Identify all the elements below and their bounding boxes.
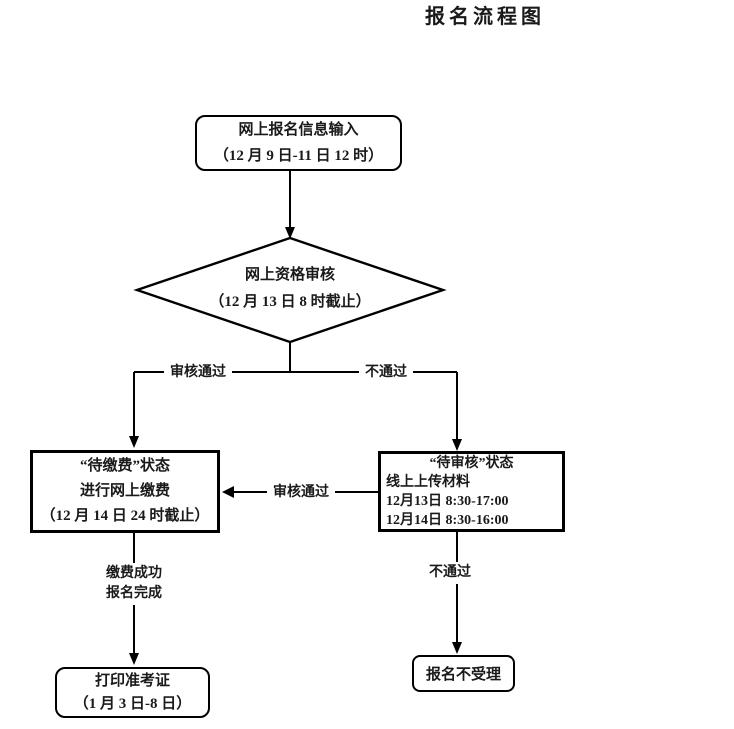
arrowhead-into-payment-right [222,486,234,498]
arrowhead-into-rejected [452,642,462,654]
node-online-registration-line2: （12 月 9 日-11 日 12 时） [213,148,384,164]
node-pending-review-detail1: 线上上传材料 [386,474,470,490]
node-online-registration: 网上报名信息输入 （12 月 9 日-11 日 12 时） [195,115,402,171]
node-print-ticket-line2: （1 月 3 日-8 日） [73,695,192,712]
node-pending-payment-line2: 进行网上缴费 [79,483,170,499]
node-pending-payment-line3: （12 月 14 日 24 时截止） [40,508,210,524]
node-rejected-line1: 报名不受理 [425,667,501,683]
edge-label-upload-review-pass: 审核通过 [267,482,335,504]
edge-label-review-pass: 审核通过 [164,362,232,384]
edge-label-review-fail: 不通过 [359,362,413,384]
page-title: 报名流程图 [425,6,545,28]
node-pending-review: “待审核”状态 线上上传材料 12月13日 8:30-17:00 12月14日 … [378,451,565,532]
edge-label-payment-success: 缴费成功 报名完成 [100,563,168,605]
arrowhead-into-upload [452,439,462,451]
node-pending-review-title: “待审核”状态 [429,455,514,471]
node-pending-review-detail3: 12月14日 8:30-16:00 [386,512,509,528]
node-print-ticket-line1: 打印准考证 [94,672,170,689]
node-online-registration-line1: 网上报名信息输入 [238,122,359,138]
edge-label-payment-success-line2: 报名完成 [106,586,162,601]
arrowhead-into-print [129,653,139,665]
node-qualification-review-line2: （12 月 13 日 8 时截止） [209,294,371,310]
node-rejected: 报名不受理 [412,655,515,692]
node-qualification-review-line1: 网上资格审核 [244,267,335,283]
node-pending-payment-line1: “待缴费”状态 [79,458,170,474]
edge-label-upload-review-fail: 不通过 [423,562,477,584]
arrowhead-into-review [285,227,295,239]
node-pending-review-detail2: 12月13日 8:30-17:00 [386,493,509,509]
node-qualification-review: 网上资格审核 （12 月 13 日 8 时截止） [160,252,420,326]
node-print-ticket: 打印准考证 （1 月 3 日-8 日） [55,667,210,718]
node-pending-payment: “待缴费”状态 进行网上缴费 （12 月 14 日 24 时截止） [30,450,220,533]
arrowhead-into-payment [129,436,139,448]
edge-label-payment-success-line1: 缴费成功 [106,566,162,581]
